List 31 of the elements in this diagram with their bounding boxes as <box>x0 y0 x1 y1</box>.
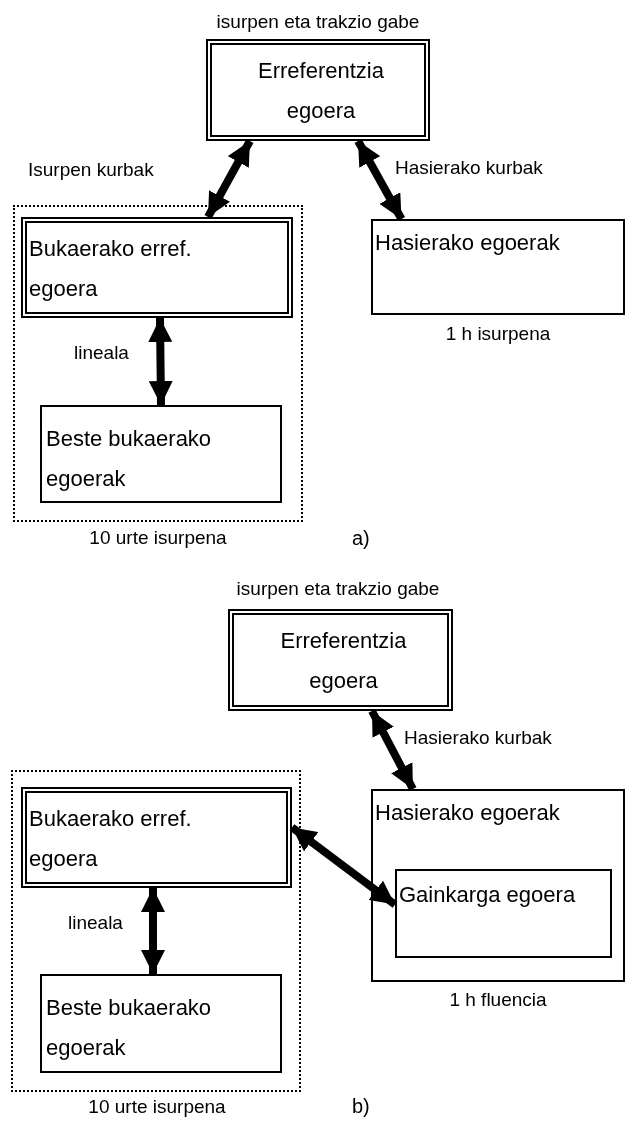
state-box <box>371 789 625 982</box>
box-label: Bukaerako erref. egoera <box>29 235 193 303</box>
box-label: Beste bukaerako egoerak <box>46 425 213 493</box>
node-label: 10 urte isurpena <box>88 1095 226 1119</box>
double-arrow <box>204 139 254 219</box>
box-label: Erreferentzia egoera <box>279 627 408 695</box>
box-label: Erreferentzia egoera <box>257 57 385 125</box>
panel-label: a) <box>352 526 370 550</box>
box-label: Hasierako egoerak <box>375 229 560 257</box>
box-label: Beste bukaerako egoerak <box>46 994 213 1062</box>
state-box <box>395 869 612 958</box>
node-label: isurpen eta trakzio gabe <box>236 577 440 601</box>
double-arrow <box>368 709 417 791</box>
node-label: 10 urte isurpena <box>89 526 227 550</box>
box-label: Hasierako egoerak <box>375 799 560 827</box>
box-label: Bukaerako erref. egoera <box>29 805 193 873</box>
panel-label: b) <box>352 1094 370 1118</box>
double-arrow <box>148 317 173 406</box>
node-label: 1 h isurpena <box>445 322 551 346</box>
node-label: 1 h fluencia <box>449 988 547 1012</box>
double-arrow <box>289 824 398 908</box>
double-arrow <box>354 139 405 221</box>
state-box <box>21 217 293 318</box>
node-label: isurpen eta trakzio gabe <box>216 10 420 34</box>
state-box <box>40 405 282 503</box>
state-box <box>228 609 453 711</box>
state-box <box>21 787 292 888</box>
state-box <box>206 39 430 141</box>
state-box <box>371 219 625 315</box>
state-box <box>40 974 282 1073</box>
box-label: Gainkarga egoera <box>399 881 576 909</box>
